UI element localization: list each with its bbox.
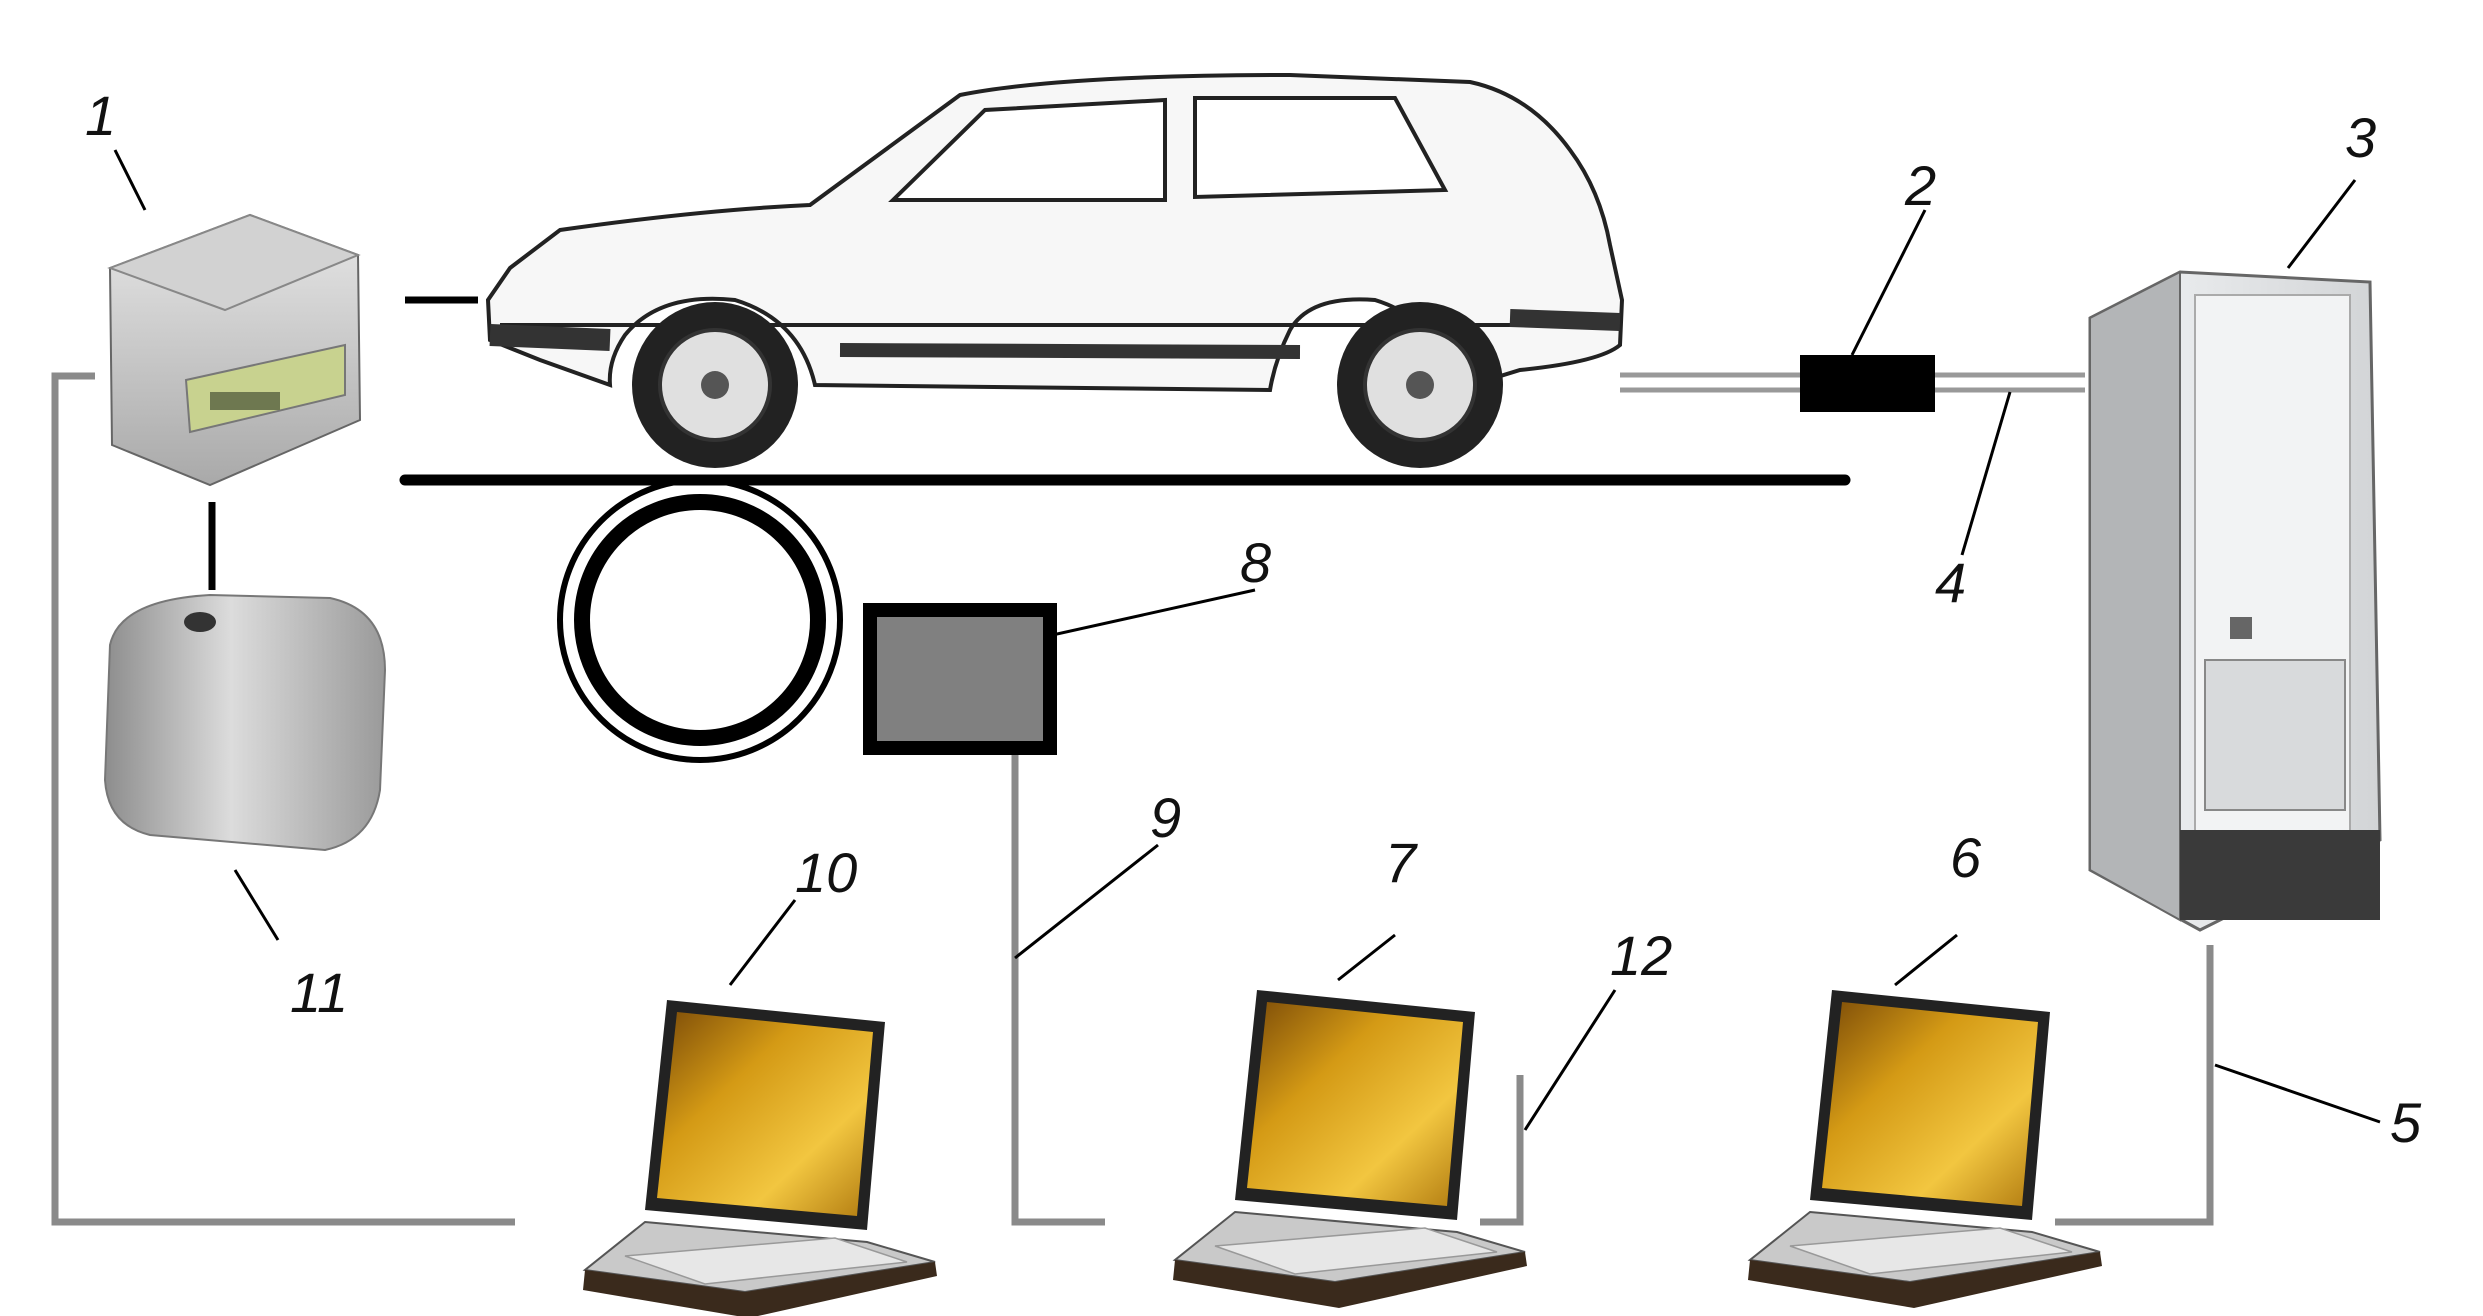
scale-1 [107, 213, 362, 487]
link-9-analyzer-laptop7 [1011, 748, 1105, 1226]
label-2: 2 [1905, 154, 1937, 217]
label-12: 12 [1610, 924, 1673, 987]
label-4: 4 [1935, 551, 1967, 614]
link-5-cabinet-laptop6 [2055, 945, 2214, 1226]
label-10: 10 [795, 841, 858, 904]
label-8: 8 [1240, 531, 1272, 594]
label-9: 9 [1150, 786, 1182, 849]
leader-lines [113, 149, 2381, 1131]
label-3: 3 [2345, 106, 2377, 169]
laptop-7 [1172, 989, 1528, 1309]
cabinet-3 [2088, 270, 2382, 932]
label-1: 1 [85, 84, 117, 147]
sampler-2 [1800, 355, 1935, 412]
analyzer-8 [863, 603, 1057, 755]
label-7: 7 [1385, 831, 1417, 894]
fuel-tank-11 [103, 593, 387, 852]
label-6: 6 [1950, 826, 1982, 889]
label-11: 11 [290, 961, 349, 1024]
label-5: 5 [2390, 1091, 2422, 1154]
car-front-wheel [632, 302, 798, 468]
car-rear-wheel [1337, 302, 1503, 468]
link-scale-laptop10 [51, 372, 515, 1226]
dyno-roller [557, 477, 843, 763]
car [485, 72, 1625, 393]
laptop-10 [582, 999, 938, 1316]
laptop-6 [1747, 989, 2103, 1309]
bracket-12 [1480, 1075, 1524, 1226]
